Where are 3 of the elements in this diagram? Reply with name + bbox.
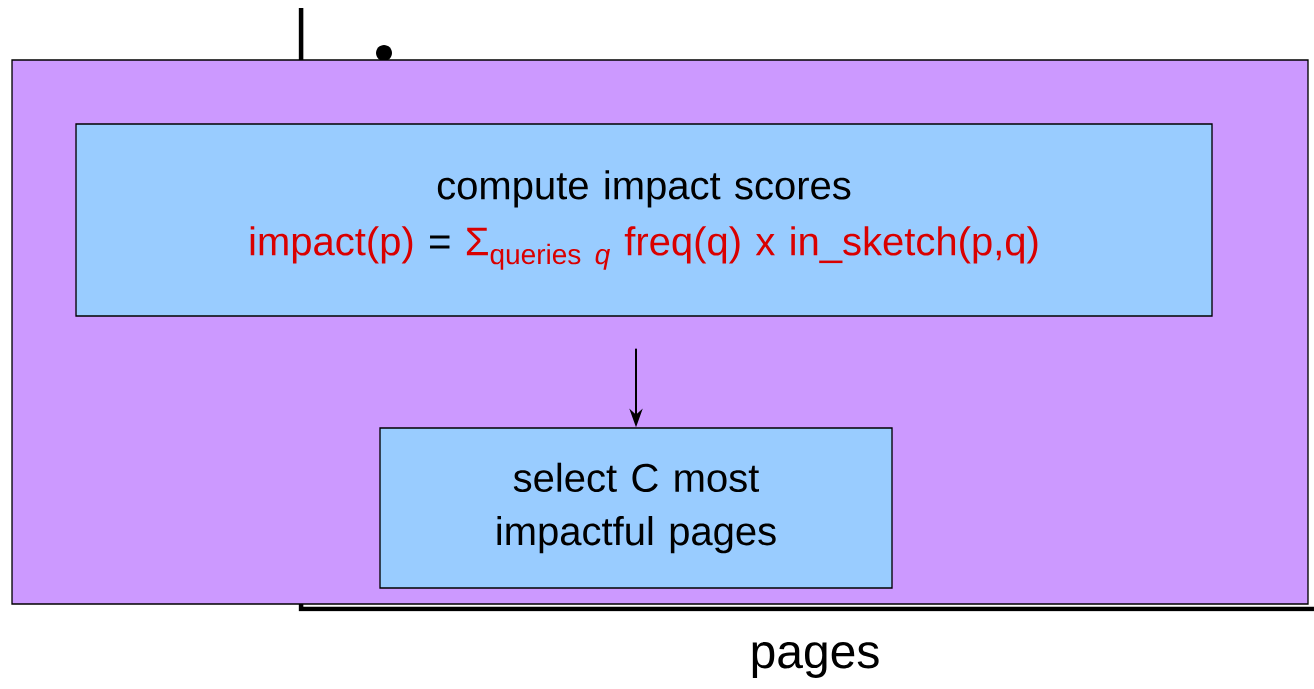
axis-label: pages bbox=[752, 642, 879, 678]
process-box: select C most impactful pages bbox=[379, 427, 893, 589]
process-box: compute impact scores $\text{impact(p) }{\color{black}\text{=}}\text{ Σ}_{\text{queries }\mathit{q}}\text{ freq(q) x in\_sketch(p,q)}$ bbox=[75, 123, 1213, 317]
